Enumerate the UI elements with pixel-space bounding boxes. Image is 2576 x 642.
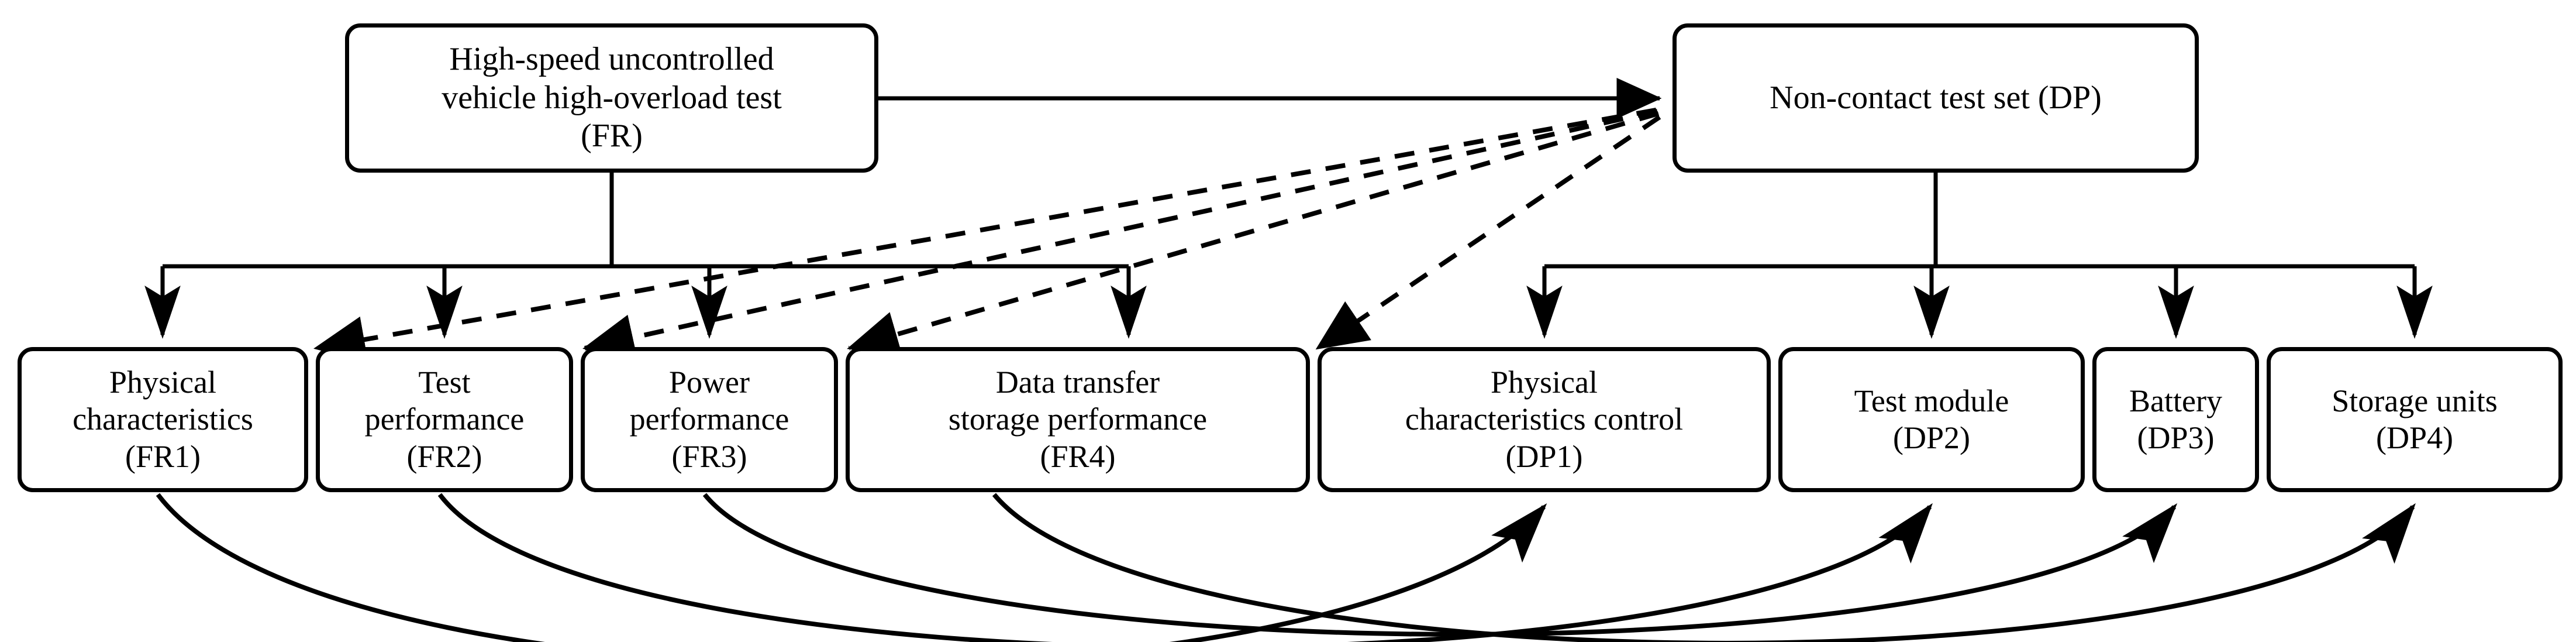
node-fr1[interactable]: Physical characteristics (FR1) (18, 347, 308, 492)
edge-dp-decomposition-tree (1526, 173, 2433, 339)
node-fr1-label: Physical characteristics (FR1) (73, 365, 253, 474)
node-dp1-label: Physical characteristics control (DP1) (1405, 365, 1684, 474)
node-dp3[interactable]: Battery (DP3) (2092, 347, 2259, 492)
edge-fr-decomposition-tree (144, 173, 1147, 339)
node-dp1[interactable]: Physical characteristics control (DP1) (1318, 347, 1771, 492)
node-dp3-label: Battery (DP3) (2129, 383, 2222, 455)
edge-arc-fr1-dp1 (156, 493, 1547, 642)
node-fr3-label: Power performance (FR3) (629, 365, 789, 474)
node-dp2[interactable]: Test module (DP2) (1778, 347, 2085, 492)
node-fr2[interactable]: Test performance (FR2) (316, 347, 573, 492)
node-dp-root-label: Non-contact test set (DP) (1770, 79, 2102, 116)
node-fr3[interactable]: Power performance (FR3) (581, 347, 838, 492)
node-dp-root[interactable]: Non-contact test set (DP) (1672, 23, 2199, 173)
edge-arc-mapping-set (156, 493, 2416, 642)
node-fr4[interactable]: Data transfer storage performance (FR4) (846, 347, 1310, 492)
edge-arc-fr3-dp3 (702, 493, 2178, 637)
node-dp4-label: Storage units (DP4) (2332, 383, 2498, 455)
node-dp4[interactable]: Storage units (DP4) (2267, 347, 2563, 492)
edge-arc-fr4-dp4 (992, 493, 2416, 642)
node-fr-root-label: High-speed uncontrolled vehicle high-ove… (442, 41, 782, 155)
edge-dp-dash-fr3 (847, 111, 1660, 358)
edge-dp-dash-fr4 (1315, 115, 1661, 351)
node-fr2-label: Test performance (FR2) (364, 365, 525, 474)
node-fr-root[interactable]: High-speed uncontrolled vehicle high-ove… (345, 23, 878, 173)
node-fr4-label: Data transfer storage performance (FR4) (948, 365, 1208, 474)
edge-arc-fr2-dp2 (437, 493, 1933, 642)
node-dp2-label: Test module (DP2) (1854, 383, 2009, 455)
